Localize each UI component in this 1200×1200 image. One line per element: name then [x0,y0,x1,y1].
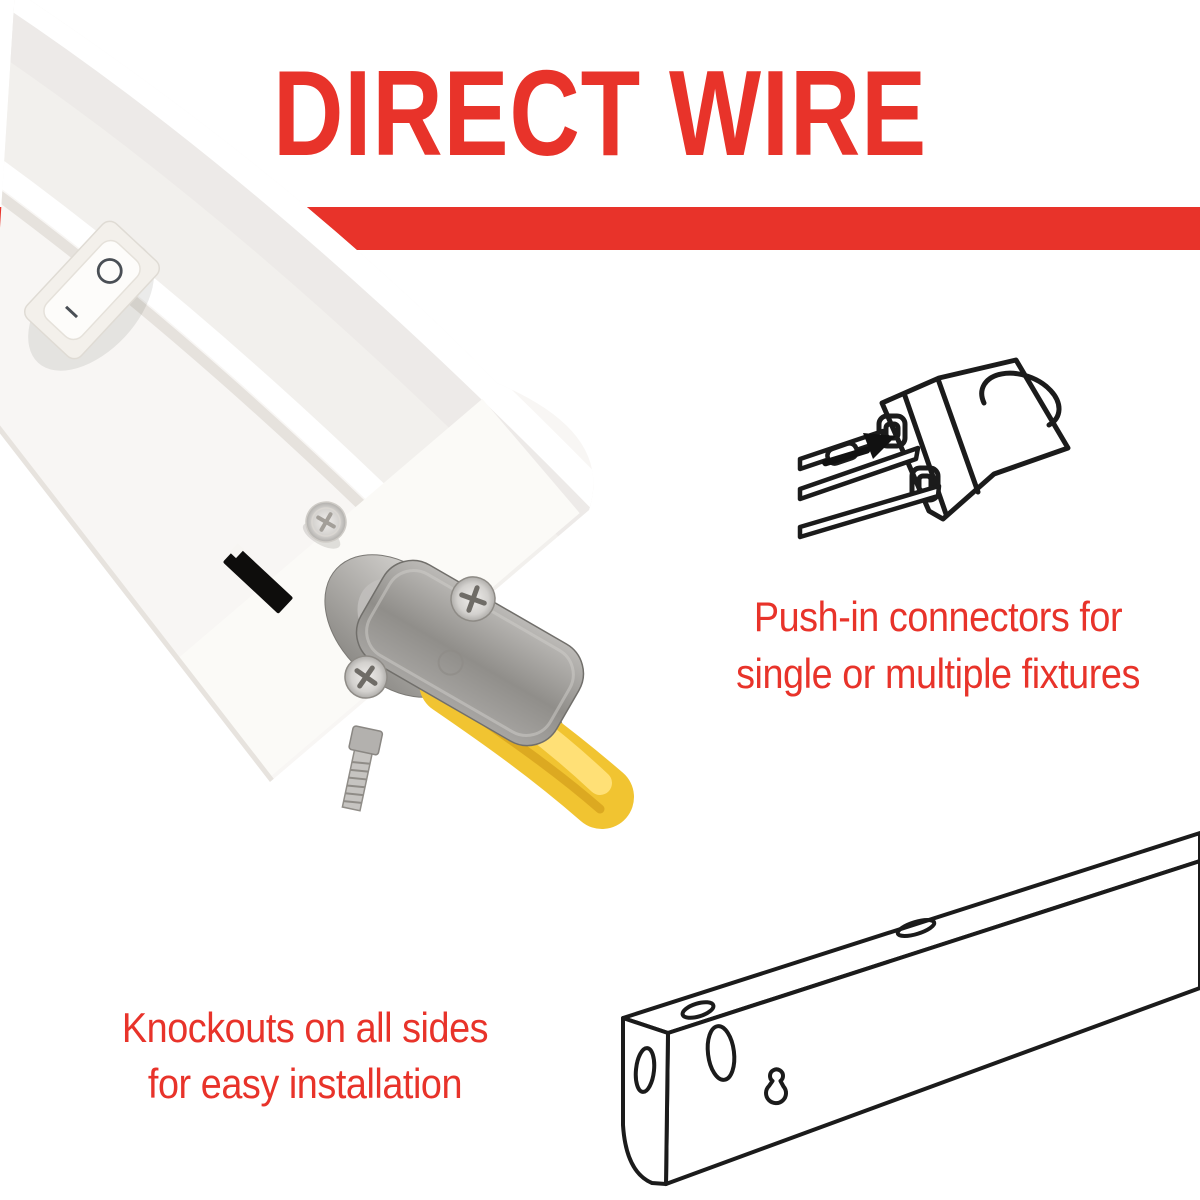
switch-on-symbol [65,305,79,319]
housing-knockouts-icon [621,831,1200,1186]
caption-line: Knockouts on all sides [121,1004,489,1051]
clamp-plate [355,559,585,747]
switch-off-symbol [96,258,123,284]
knockout-slot [223,543,293,614]
feature-caption-push-in: Push-in connectors for single or multipl… [659,588,1200,702]
clamp-bolt [341,725,384,812]
caption-line: for easy installation [147,1060,463,1107]
caption-line: Push-in connectors for [753,593,1123,640]
page-title: DIRECT WIRE [272,45,928,181]
direct-wire-fixture-photo [0,0,634,829]
insert-arrow-icon [822,433,896,467]
housing-screw [302,501,347,549]
feature-caption-knockouts: Knockouts on all sides for easy installa… [26,1000,584,1112]
clamp-screw [344,655,388,699]
push-in-connector-icon [797,357,1071,540]
caption-line: single or multiple fixtures [736,650,1140,697]
cable-clamp [324,554,634,829]
rocker-switch [23,220,161,371]
clamp-screw [450,576,496,622]
